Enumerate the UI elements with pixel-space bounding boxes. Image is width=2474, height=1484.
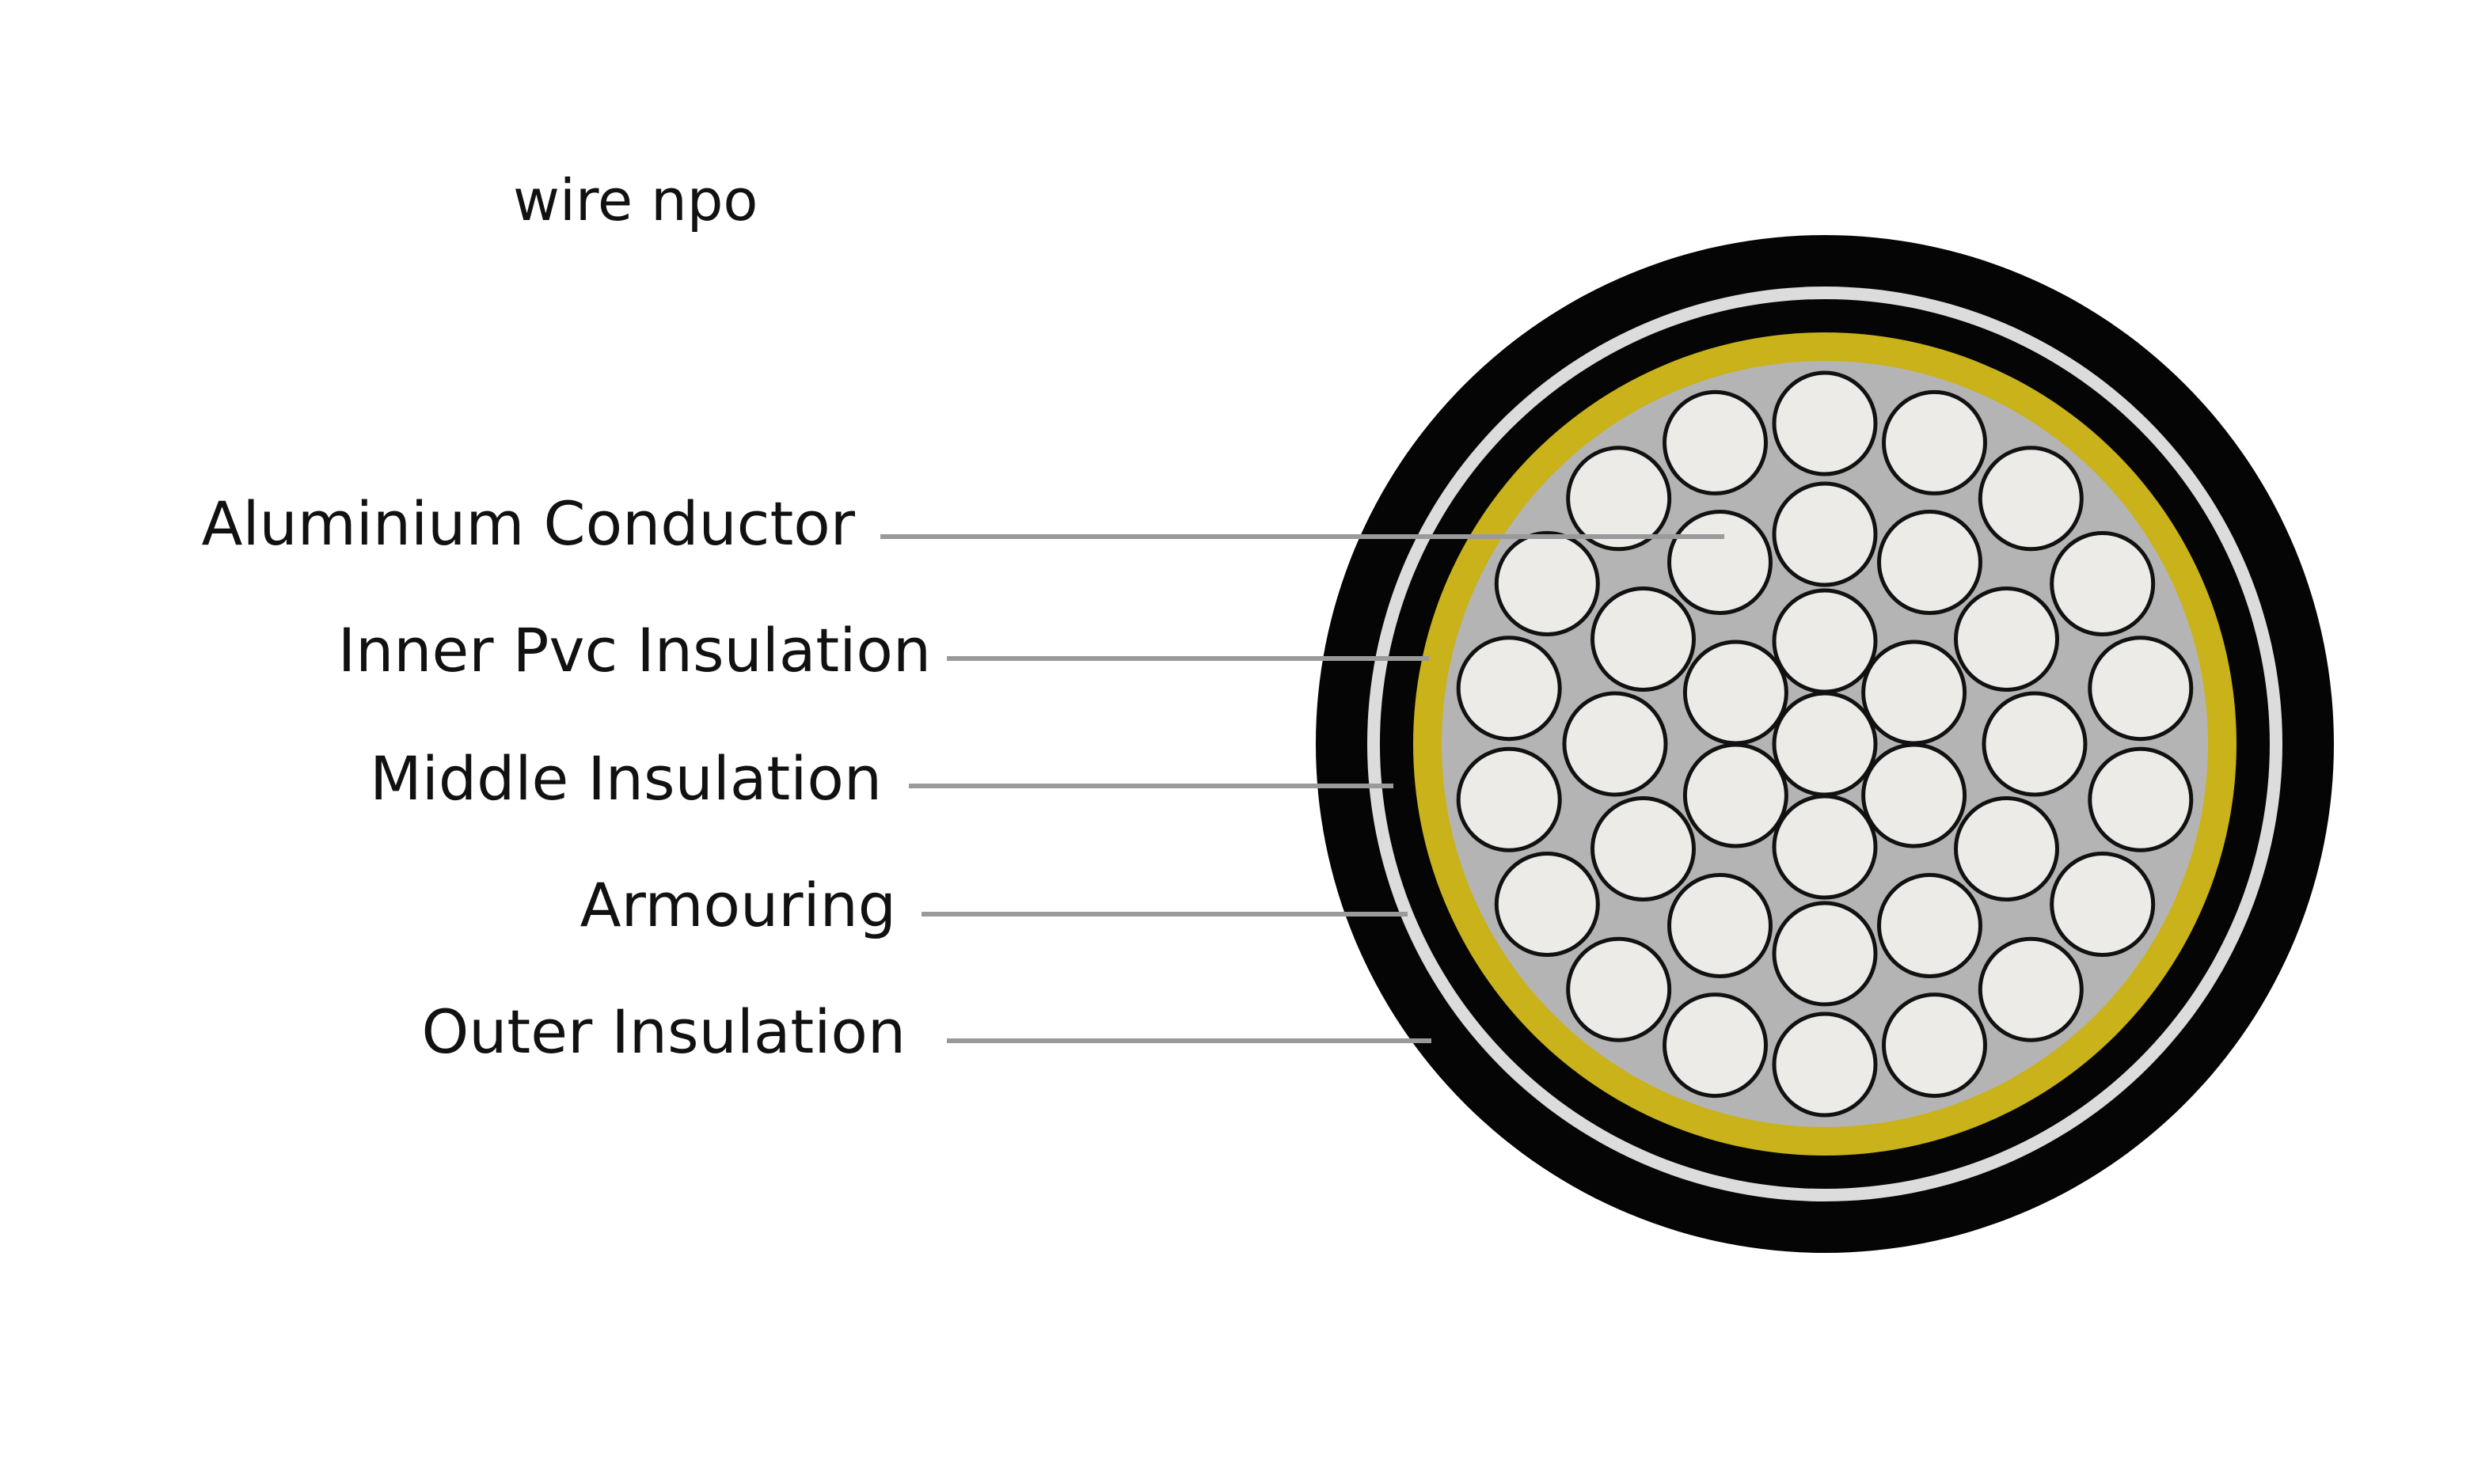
conductor-strand — [1982, 691, 2088, 797]
conductor-strand — [1590, 586, 1696, 692]
conductor-strand — [2050, 852, 2156, 957]
conductor-strand — [1954, 796, 2059, 901]
conductor-strand — [1562, 691, 1668, 797]
conductor-strand — [1772, 691, 1878, 797]
callout-labels: Aluminium Conductor Inner Pvc Insulation… — [201, 488, 931, 1067]
label-inner-pvc-insulation: Inner Pvc Insulation — [338, 615, 931, 685]
brand-text: wire npo — [513, 167, 758, 233]
conductor-strands — [1456, 370, 2194, 1118]
conductor-strand — [1456, 636, 1562, 742]
conductor-strand — [1954, 586, 2059, 692]
conductor-strand — [1566, 936, 1672, 1042]
conductor-strand — [1682, 742, 1788, 848]
conductor-strand — [1663, 389, 1768, 495]
conductor-strand — [1877, 873, 1982, 978]
conductor-strand — [1882, 992, 1987, 1099]
conductor-strand — [2088, 746, 2194, 852]
conductor-strand — [2088, 636, 2194, 742]
conductor-strand — [1494, 531, 1600, 636]
label-aluminium-conductor: Aluminium Conductor — [201, 488, 855, 559]
conductor-strand — [1667, 873, 1773, 978]
conductor-strand — [1978, 446, 2084, 552]
conductor-strand — [1566, 446, 1672, 552]
conductor-strand — [1772, 794, 1878, 900]
conductor-strand — [1772, 370, 1878, 476]
conductor-strand — [1494, 852, 1600, 957]
conductor-strand — [1861, 742, 1967, 848]
conductor-strand — [1772, 1011, 1878, 1118]
conductor-strand — [1456, 746, 1562, 852]
conductor-strand — [1663, 992, 1768, 1099]
conductor-strand — [1590, 796, 1696, 901]
conductor-strand — [1978, 936, 2084, 1042]
label-outer-insulation: Outer Insulation — [421, 996, 906, 1067]
label-armouring: Armouring — [580, 870, 896, 940]
conductor-strand — [1877, 510, 1982, 615]
conductor-strand — [1861, 640, 1967, 746]
leader-lines — [880, 534, 1724, 1043]
conductor-strand — [1667, 510, 1773, 615]
conductor-strand — [1682, 640, 1788, 746]
cable-cross-section — [1316, 235, 2334, 1253]
conductor-strand — [1882, 389, 1987, 495]
conductor-strand — [1772, 481, 1878, 587]
conductor-strand — [1772, 588, 1878, 694]
conductor-strand — [1772, 901, 1878, 1007]
conductor-strand — [2050, 531, 2156, 636]
label-middle-insulation: Middle Insulation — [370, 743, 882, 814]
